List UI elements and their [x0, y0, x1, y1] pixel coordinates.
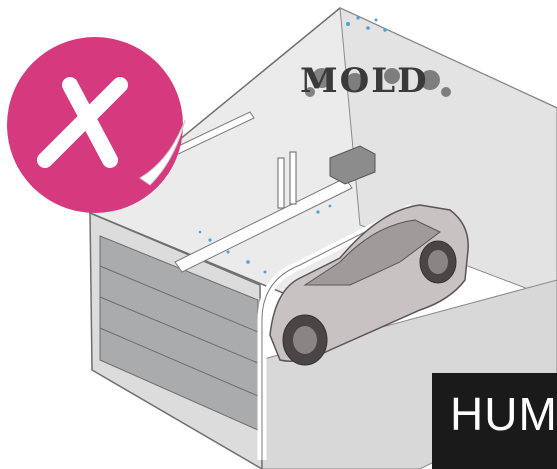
caption-text: HUM — [450, 387, 557, 441]
caption-box: HUM — [432, 373, 557, 469]
mold-label: MOLD — [300, 61, 429, 101]
